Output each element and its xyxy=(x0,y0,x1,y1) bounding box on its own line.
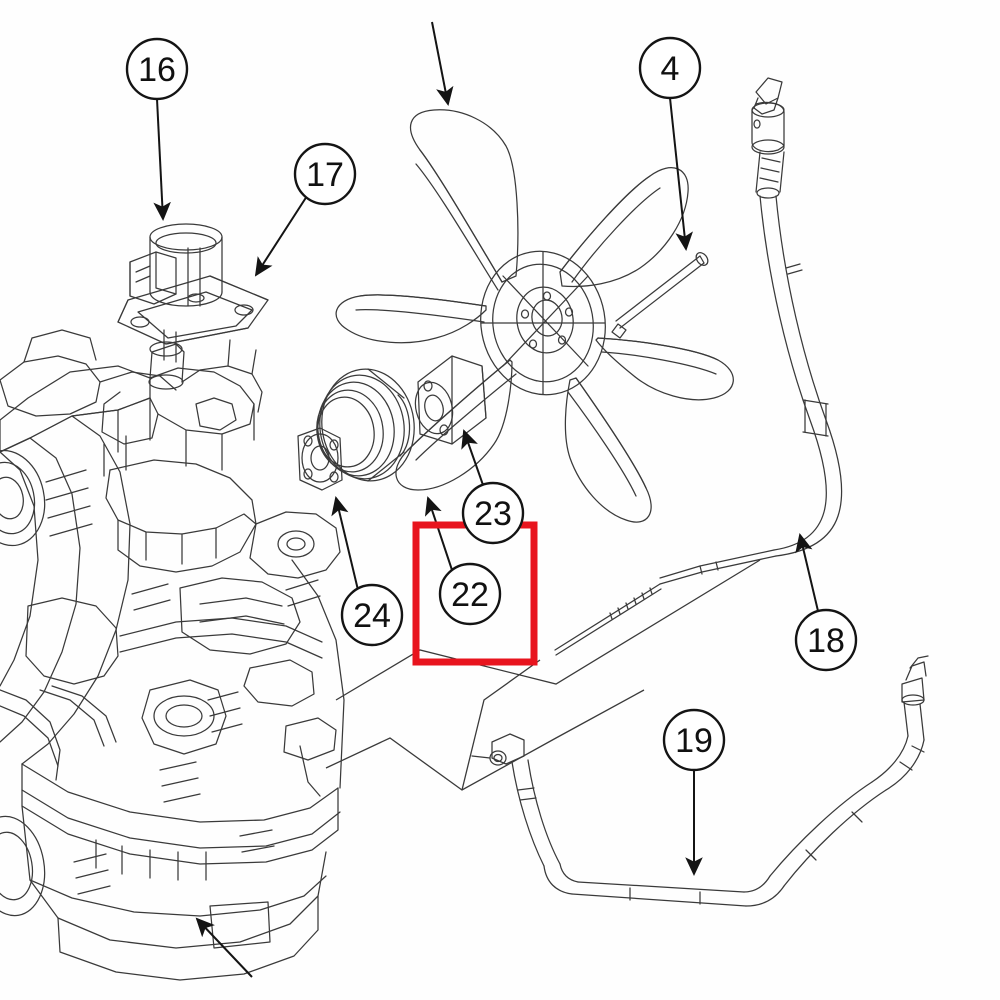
callout-label: 22 xyxy=(451,576,489,614)
callout-label: 16 xyxy=(138,51,176,89)
leader-line-23 xyxy=(461,429,484,486)
leader-line-18 xyxy=(795,533,819,612)
dipstick-blade xyxy=(554,583,662,656)
engine-block-assembly xyxy=(0,329,345,981)
lower-coolant-hose-tube xyxy=(471,655,929,907)
leader-line-22 xyxy=(424,496,453,571)
callout-balloon-18[interactable]: 18 xyxy=(794,608,858,672)
callout-circle xyxy=(662,708,726,772)
callout-circle xyxy=(794,608,858,672)
callout-circle xyxy=(438,562,502,626)
engine-front-pulley xyxy=(0,449,46,917)
callout-balloon-16[interactable]: 16 xyxy=(125,37,189,101)
leader-line-4 xyxy=(669,97,693,251)
callout-balloon-24[interactable]: 24 xyxy=(340,583,404,647)
fan-bolt xyxy=(611,252,709,339)
leader-line-24 xyxy=(331,496,359,591)
fan-blade-arrow xyxy=(431,21,454,106)
oil-pan-arrow xyxy=(195,917,253,978)
callout-circle xyxy=(461,481,525,545)
callout-balloon-17[interactable]: 17 xyxy=(293,142,357,206)
dipstick-and-tube xyxy=(659,77,843,585)
callout-label: 23 xyxy=(474,495,512,533)
callout-circle xyxy=(340,583,404,647)
thermostat-sensor-unit xyxy=(117,223,269,363)
callout-balloon-22[interactable]: 22 xyxy=(438,562,502,626)
callout-circle xyxy=(293,142,357,206)
axis-line-upper xyxy=(335,559,761,701)
fan-spacer xyxy=(414,355,487,445)
callout-label: 24 xyxy=(353,597,391,635)
callout-circle xyxy=(125,37,189,101)
pulley-flange-plate xyxy=(297,427,343,491)
axis-line-tail xyxy=(461,659,541,791)
callout-label: 4 xyxy=(661,50,680,88)
callout-label: 18 xyxy=(807,622,845,660)
callout-label: 19 xyxy=(675,722,713,760)
fan-blade-assembly xyxy=(335,109,734,523)
callout-balloon-23[interactable]: 23 xyxy=(461,481,525,545)
callout-balloon-19[interactable]: 19 xyxy=(662,708,726,772)
callout-label: 17 xyxy=(306,156,344,194)
callout-circle xyxy=(638,36,702,100)
leader-line-16 xyxy=(153,98,171,221)
leader-line-17 xyxy=(254,195,308,277)
callout-balloon-4[interactable]: 4 xyxy=(638,36,702,100)
